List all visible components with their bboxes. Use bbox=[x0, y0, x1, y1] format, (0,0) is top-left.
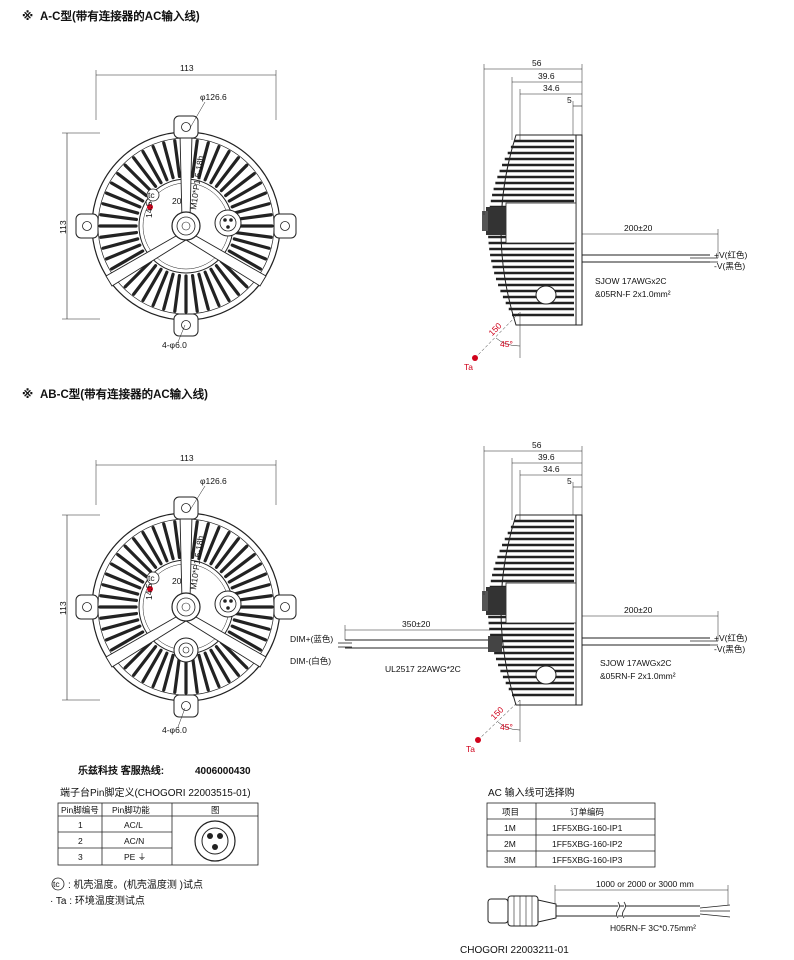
note-tc-symbol: tc bbox=[53, 879, 60, 889]
vplus-a: +V(红色) bbox=[714, 250, 747, 260]
order-row-3-item: 3M bbox=[504, 855, 516, 865]
pin-row-3-func: PE ⏚ bbox=[124, 852, 146, 862]
order-table-title: AC 输入线可选择购 bbox=[488, 786, 575, 799]
front-view-a bbox=[74, 114, 298, 338]
angle-ab: 45° bbox=[500, 722, 513, 732]
dim-5-ab: 5 bbox=[567, 476, 572, 486]
cable-len-ab: 200±20 bbox=[624, 605, 653, 615]
hotline-label: 乐兹科技 客服热线: bbox=[78, 764, 164, 777]
pin-socket-icon bbox=[194, 820, 236, 862]
holes-a: 4-φ6.0 bbox=[162, 340, 187, 350]
holes-ab: 4-φ6.0 bbox=[162, 725, 187, 735]
diameter-a: φ126.6 bbox=[200, 92, 227, 102]
dim-height-ab: 113 bbox=[58, 601, 68, 615]
dim-39-6-ab: 39.6 bbox=[538, 452, 555, 462]
section-a-mark: ※ bbox=[22, 9, 33, 23]
ta-label-ab: Ta bbox=[466, 744, 475, 754]
tc-point-ab bbox=[147, 586, 153, 592]
dim-cable-spec: UL2517 22AWG*2C bbox=[385, 664, 461, 674]
pin-table bbox=[57, 802, 259, 866]
pin-row-2-func: AC/N bbox=[124, 836, 144, 846]
cable-len-a: 200±20 bbox=[624, 223, 653, 233]
cable-spec1-a: SJOW 17AWGx2C bbox=[595, 276, 666, 286]
ta-point-a bbox=[472, 355, 478, 361]
ta-label-a: Ta bbox=[464, 362, 473, 372]
pin-row-1-func: AC/L bbox=[124, 820, 143, 830]
cable-length: 1000 or 2000 or 3000 mm bbox=[596, 879, 694, 889]
angle-a: 45° bbox=[500, 339, 513, 349]
dim-plus-label: DIM+(蓝色) bbox=[290, 634, 333, 644]
dim-34-6-a: 34.6 bbox=[543, 83, 560, 93]
section-ab-mark: ※ bbox=[22, 387, 33, 401]
dim-5-a: 5 bbox=[567, 95, 572, 105]
dim-width-a: 113 bbox=[180, 63, 194, 73]
dim-14-5-ab: 14.5 bbox=[144, 583, 154, 600]
dim-56-ab: 56 bbox=[532, 440, 542, 450]
pin-header-no: Pin脚编号 bbox=[61, 805, 99, 815]
ta-point-ab bbox=[475, 737, 481, 743]
dim-56-a: 56 bbox=[532, 58, 542, 68]
cable-spec: H05RN-F 3C*0.75mm² bbox=[610, 923, 696, 933]
section-a-title: A-C型(带有连接器的AC输入线) bbox=[40, 9, 200, 23]
pin-table-title: 端子台Pin脚定义(CHOGORI 22003515-01) bbox=[60, 786, 251, 799]
dim-14-5-a: 14.5 bbox=[144, 201, 154, 218]
cable-spec2-ab: &05RN-F 2x1.0mm² bbox=[600, 671, 676, 681]
section-ab-title: AB-C型(带有连接器的AC输入线) bbox=[40, 387, 208, 401]
dim-height-a: 113 bbox=[58, 220, 68, 234]
vminus-ab: -V(黑色) bbox=[714, 644, 745, 654]
cable-connector-icon bbox=[487, 895, 557, 927]
pin-row-1-no: 1 bbox=[78, 820, 83, 830]
order-header-item: 项目 bbox=[502, 807, 519, 817]
dim-minus-label: DIM-(白色) bbox=[290, 656, 331, 666]
pin-header-func: Pin脚功能 bbox=[112, 805, 150, 815]
dim-cable-len-ab: 350±20 bbox=[402, 619, 431, 629]
dim-34-6-ab: 34.6 bbox=[543, 464, 560, 474]
order-row-2-code: 1FF5XBG-160-IP2 bbox=[552, 839, 623, 849]
order-row-1-item: 1M bbox=[504, 823, 516, 833]
dim-20-a: 20 bbox=[172, 196, 182, 206]
order-row-1-code: 1FF5XBG-160-IP1 bbox=[552, 823, 623, 833]
tc-point-a bbox=[147, 204, 153, 210]
cable-part: CHOGORI 22003211-01 bbox=[460, 945, 569, 956]
front-view-ab bbox=[74, 495, 298, 719]
note-tc: : 机壳温度。(机壳温度测 )试点 bbox=[68, 878, 203, 891]
dim-width-ab: 113 bbox=[180, 453, 194, 463]
dim-20-ab: 20 bbox=[172, 576, 182, 586]
dim-39-6-a: 39.6 bbox=[538, 71, 555, 81]
order-row-3-code: 1FF5XBG-160-IP3 bbox=[552, 855, 623, 865]
order-table bbox=[486, 802, 656, 868]
pin-header-img: 图 bbox=[211, 805, 220, 815]
side-view-a bbox=[480, 133, 584, 327]
cable-spec2-a: &05RN-F 2x1.0mm² bbox=[595, 289, 671, 299]
diameter-ab: φ126.6 bbox=[200, 476, 227, 486]
tc-symbol-a: tc bbox=[148, 190, 155, 200]
order-header-code: 订单编码 bbox=[570, 807, 604, 817]
vminus-a: -V(黑色) bbox=[714, 261, 745, 271]
cable-spec1-ab: SJOW 17AWGx2C bbox=[600, 658, 671, 668]
pin-row-3-no: 3 bbox=[78, 852, 83, 862]
tc-symbol-ab: tc bbox=[148, 573, 155, 583]
side-view-ab bbox=[480, 513, 584, 707]
dim-150-ab: 150 bbox=[488, 704, 505, 721]
order-row-2-item: 2M bbox=[504, 839, 516, 849]
vplus-ab: +V(红色) bbox=[714, 633, 747, 643]
dim-150-a: 150 bbox=[486, 320, 503, 337]
pin-row-2-no: 2 bbox=[78, 836, 83, 846]
hotline-number: 4006000430 bbox=[195, 766, 251, 777]
note-ta: · Ta : 环境温度测试点 bbox=[50, 894, 145, 907]
